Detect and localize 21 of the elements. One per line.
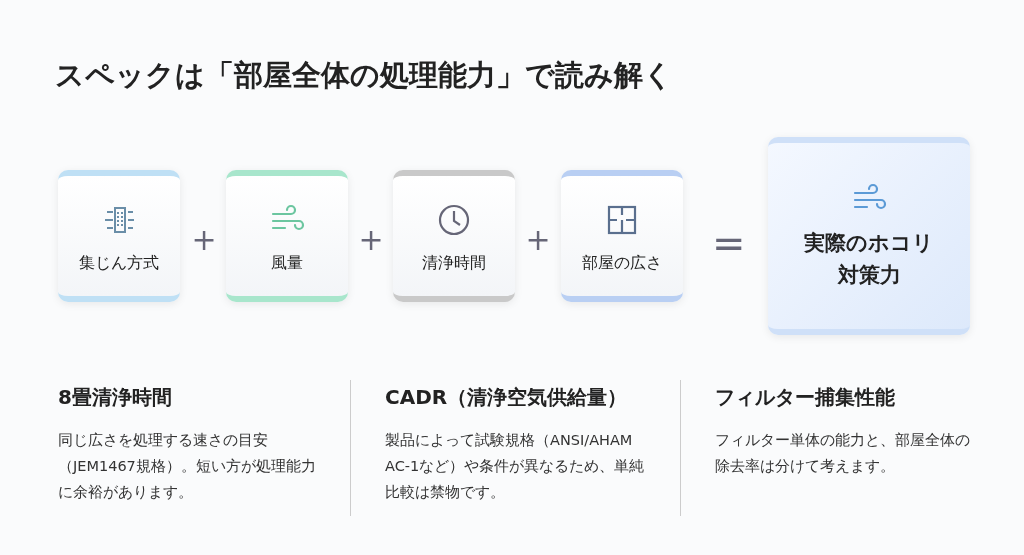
plus-sign: + [524,222,552,257]
paragraph: 同じ広さを処理する速さの目安（JEM1467規格）。短い方が処理能力に余裕があります。 [58,431,317,502]
result-card [768,137,970,335]
factor-card [58,170,180,302]
card-label: 部屋の広さ [582,252,662,274]
card-label: 清浄時間 [422,252,486,274]
paragraph: 製品によって試験規格（ANSI/AHAM AC-1など）や条件が異なるため、単純比較は禁物です。 [385,431,646,502]
column-heading: 8畳清浄時間 [58,384,172,411]
card-label: 集じん方式 [79,252,159,274]
title: スペックは「部屋全体の処理能力」で読み解く [55,57,673,94]
column-heading: CADR（清浄空気供給量） [385,384,628,411]
card-label: 風量 [271,252,303,274]
plus-sign: + [190,222,218,257]
factor-card [561,170,683,302]
paragraph: フィルター単体の能力と、部屋全体の除去率は分けて考えます。 [715,431,971,476]
equals-sign: = [712,220,742,266]
card-label: 実際のホコリ対策力 [804,230,934,289]
plus-sign: + [357,222,385,257]
factor-card [393,170,515,302]
column-heading: フィルター捕集性能 [715,384,895,411]
factor-card [226,170,348,302]
